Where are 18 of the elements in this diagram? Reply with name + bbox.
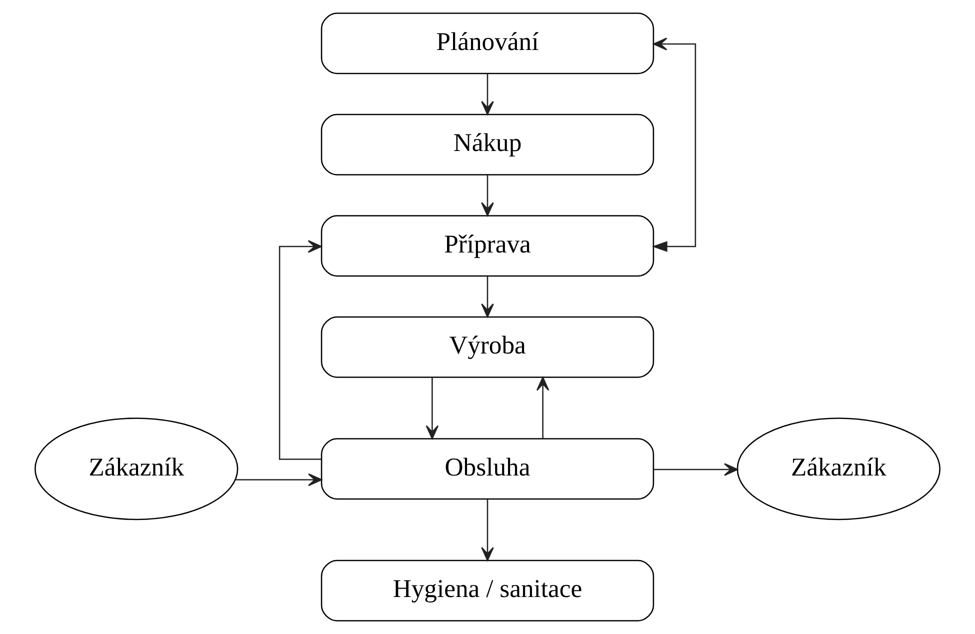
arrow — [278, 240, 322, 460]
node-box: Plánování — [320, 12, 654, 74]
arrow — [652, 38, 696, 252]
arrow — [481, 500, 494, 561]
arrow — [536, 376, 550, 438]
arrow — [481, 175, 494, 216]
node-ellipse: Zákazník — [736, 418, 941, 520]
arrow — [426, 378, 439, 440]
arrow — [654, 463, 738, 476]
arrow — [481, 74, 494, 115]
arrow — [236, 473, 322, 486]
node-ellipse: Zákazník — [34, 418, 238, 520]
node-box: Výroba — [320, 316, 654, 378]
node-box: Hygiena / sanitace — [320, 560, 654, 622]
arrow — [481, 276, 494, 318]
node-box: Příprava — [320, 215, 654, 277]
node-box: Obsluha — [320, 438, 654, 500]
node-box: Nákup — [320, 114, 654, 176]
